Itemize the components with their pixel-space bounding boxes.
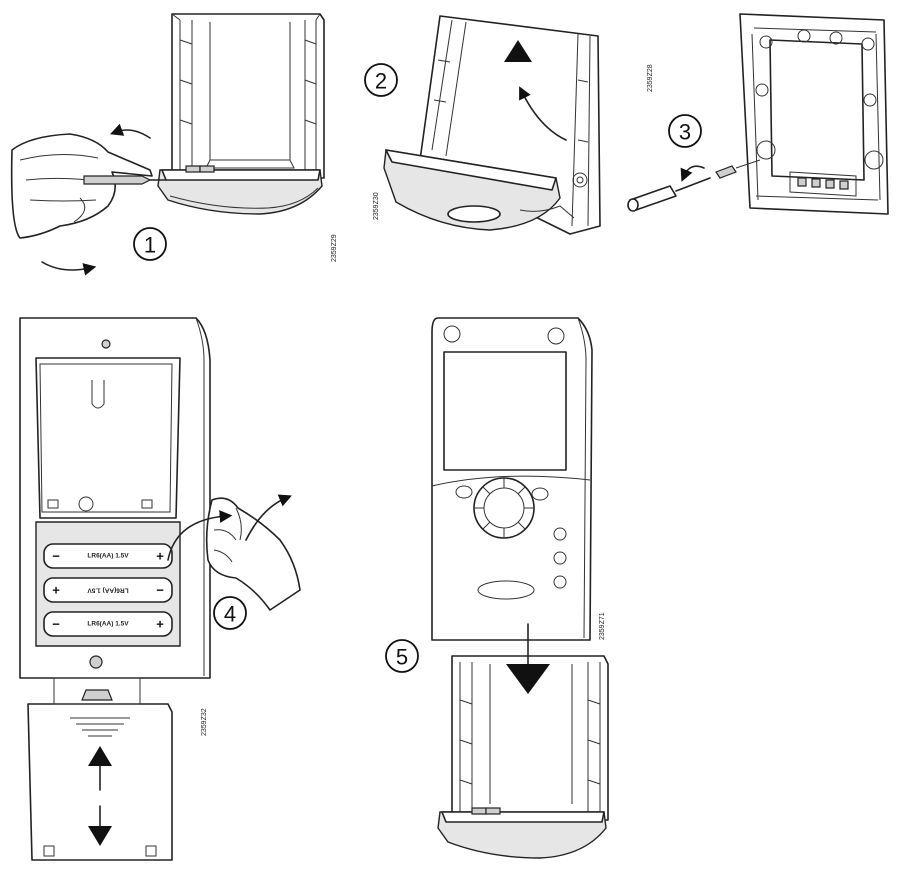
step-1-panel: 1 2359Z29: [10, 13, 338, 276]
svg-text:−: −: [52, 549, 60, 564]
battery-2-label: LR6(AA) 1.5V: [87, 587, 129, 594]
step-1-tray: [157, 165, 323, 215]
battery-2: + LR6(AA) 1.5V −: [43, 577, 173, 603]
step-4-arrow-curved-left: [167, 510, 233, 561]
step-5-panel: 5 2359Z71: [385, 317, 609, 859]
step-5-wall-bracket: [451, 655, 609, 821]
battery-3-label: LR6(AA) 1.5V: [87, 621, 129, 628]
step-1-hand-screwdriver: [10, 133, 167, 239]
step-3-number-badge: 3: [668, 114, 702, 148]
battery-3: − LR6(AA) 1.5V +: [43, 611, 173, 637]
step-2-tray: [383, 149, 575, 231]
step-3-mounting-frame: [739, 13, 889, 215]
step-4-battery-compartment: − LR6(AA) 1.5V + + LR6(AA) 1.5V − − LR6(…: [35, 521, 181, 669]
step-5-tray: [437, 807, 607, 859]
step-1-code: 2359Z29: [331, 234, 338, 262]
step-1-arrow-up: [110, 123, 151, 139]
step-2-arrow-up: [504, 40, 532, 62]
step-2-code: 2359Z30: [373, 192, 380, 220]
step-4-battery-cover: [27, 677, 173, 861]
step-2-panel: 2 2359Z30: [364, 15, 601, 235]
step-5-number-badge: 5: [385, 639, 419, 673]
step-2-number-badge: 2: [364, 63, 398, 97]
step-4-number-badge: 4: [213, 596, 247, 630]
svg-text:+: +: [156, 617, 164, 632]
step-5-room-unit: [431, 317, 593, 641]
step-4-code: 2359Z32: [201, 708, 208, 736]
step-1-arrow-down: [41, 261, 97, 276]
battery-1-label: LR6(AA) 1.5V: [87, 553, 129, 560]
svg-text:+: +: [52, 583, 60, 598]
step-3-number: 3: [679, 120, 691, 145]
step-1-wall-bracket: [171, 13, 325, 179]
step-1-number-badge: 1: [133, 227, 167, 261]
svg-text:−: −: [52, 617, 60, 632]
step-1-number: 1: [144, 233, 156, 258]
battery-1: − LR6(AA) 1.5V +: [43, 543, 173, 569]
step-2-number: 2: [375, 69, 387, 94]
step-2-arrow-curved: [519, 86, 567, 141]
step-4-number: 4: [224, 602, 236, 627]
step-4-hand: [205, 497, 301, 611]
step-4-arrow-curved-right: [245, 494, 292, 541]
svg-text:+: +: [156, 549, 164, 564]
step-4-panel: − LR6(AA) 1.5V + + LR6(AA) 1.5V − − LR6(…: [19, 317, 301, 861]
step-3-panel: 3 2359Z28: [627, 13, 889, 215]
step-3-code: 2359Z28: [647, 64, 654, 92]
step-5-code: 2359Z71: [599, 612, 606, 640]
step-5-number: 5: [396, 645, 408, 670]
svg-text:−: −: [156, 583, 164, 598]
step-3-screwdriver: [627, 159, 761, 212]
